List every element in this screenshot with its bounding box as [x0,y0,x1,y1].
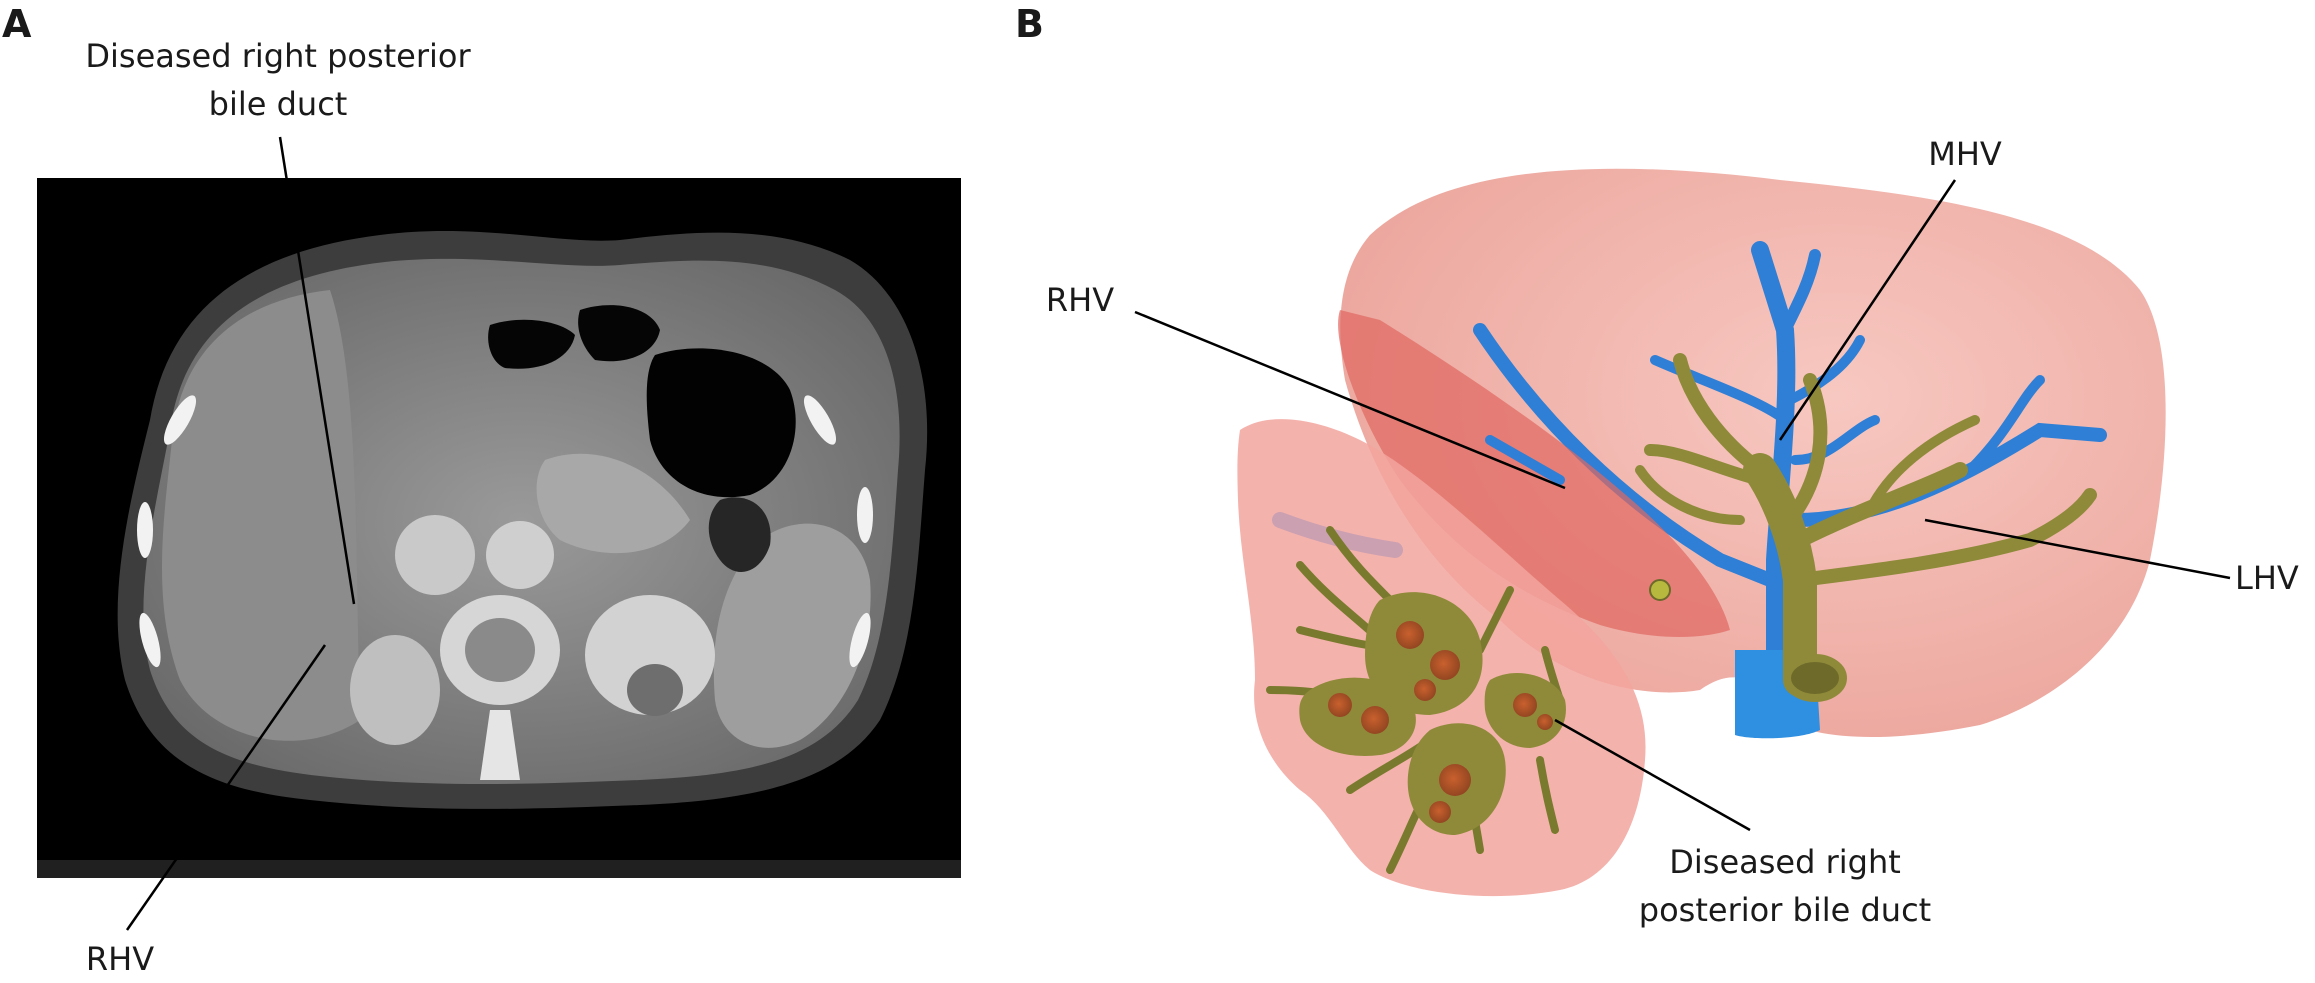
label-bile-duct-a: Diseased right posterior bile duct [78,32,478,128]
diseased-bile-ducts [1266,526,1566,874]
liver-right-posterior-flap [1338,310,1730,637]
label-rhv-a: RHV [85,940,155,978]
panel-a-letter: A [2,2,32,46]
label-rhv-b: RHV [1045,281,1115,319]
bile-duct-tree [1635,353,2097,697]
panel-b-letter: B [1015,2,1044,46]
label-bile-duct-b: Diseased right posterior bile duct [1620,838,1950,934]
leader-line-rhv-a [125,644,327,931]
ct-scan-image [37,178,961,878]
leader-line-bile-duct-a [278,136,356,605]
leader-line-lhv-b [1924,518,2231,580]
label-mhv-b: MHV [1928,135,2002,173]
leader-line-mhv-b [1778,179,1957,441]
label-bile-duct-a-line1: Diseased right posterior [85,37,471,75]
leader-line-rhv-b [1134,310,1566,490]
label-bile-duct-b-line2: posterior bile duct [1638,891,1932,929]
bile-duct-stump [1783,654,1847,702]
leader-line-bile-duct-b [1554,718,1751,832]
label-bile-duct-b-line1: Diseased right [1669,843,1901,881]
label-lhv-b: LHV [2235,559,2299,597]
label-bile-duct-a-line2: bile duct [208,85,348,123]
